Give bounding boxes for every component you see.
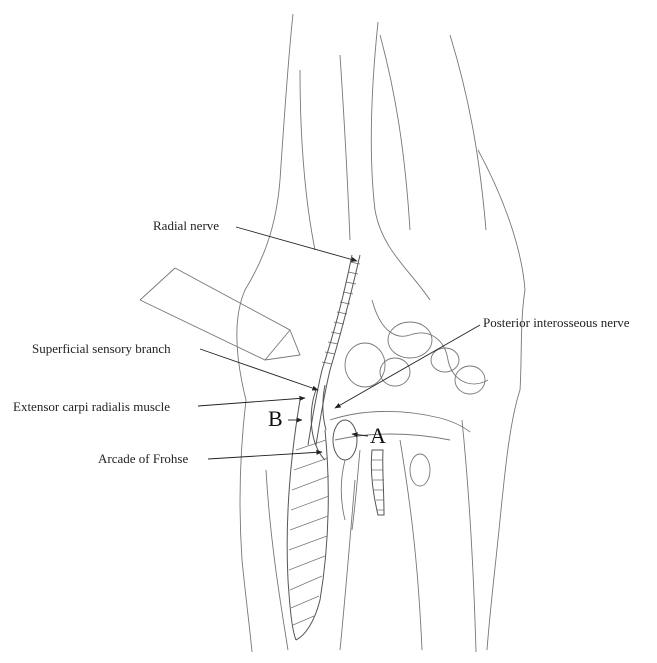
posterior-interosseous-leader <box>335 325 480 408</box>
marker-a: A <box>370 425 386 447</box>
extensor-muscle <box>287 400 328 640</box>
arm-outline <box>140 14 525 652</box>
branch-hatching <box>372 460 384 510</box>
muscle-hatching <box>289 440 329 625</box>
extensor-carpi-radialis-label: Extensor carpi radialis muscle <box>13 400 170 413</box>
radial-nerve-label: Radial nerve <box>153 219 219 232</box>
leader-lines <box>198 227 480 459</box>
superficial-sensory-branch-label: Superficial sensory branch <box>32 342 171 355</box>
radial-nerve-leader <box>236 227 357 261</box>
arcade-leader <box>208 452 322 459</box>
extensor-leader <box>198 398 305 406</box>
marker-b: B <box>268 408 283 430</box>
nerve-branches <box>311 385 384 515</box>
arcade-of-frohse-label: Arcade of Frohse <box>98 452 188 465</box>
posterior-interosseous-nerve-label: Posterior interosseous nerve <box>483 316 630 329</box>
